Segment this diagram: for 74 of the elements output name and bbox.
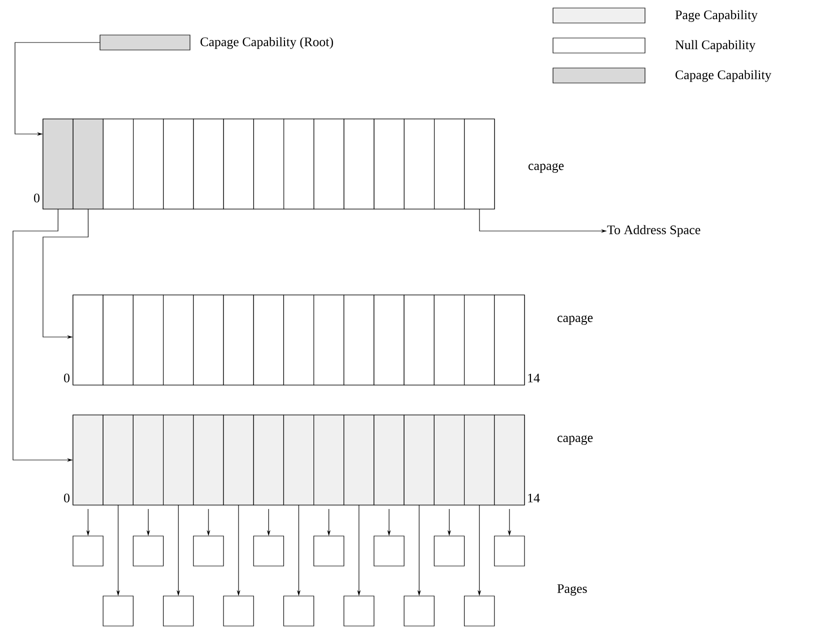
capability-slot	[314, 294, 344, 386]
capability-slot	[133, 118, 164, 210]
legend-label: Capage Capability	[676, 70, 772, 82]
capability-slot	[494, 294, 525, 386]
index-label: 0	[64, 494, 70, 502]
capability-slot	[132, 294, 164, 386]
page-box	[132, 536, 164, 566]
capability-slot	[102, 118, 134, 210]
page-box	[314, 536, 344, 566]
capability-slot	[283, 414, 314, 506]
capability-slot	[464, 294, 495, 386]
capage-label: capage	[528, 163, 564, 173]
capability-slot	[253, 118, 284, 210]
capability-slot	[374, 118, 404, 210]
index-label: 14	[528, 494, 540, 502]
capability-slot	[72, 294, 104, 386]
legend-label: Page Capability	[675, 10, 758, 22]
page-box	[102, 596, 134, 626]
page-box	[344, 596, 374, 626]
capability-slot	[374, 414, 404, 506]
capability-slot	[253, 414, 284, 506]
capability-slot	[193, 294, 224, 386]
target-label: To Address Space	[607, 225, 700, 237]
capability-slot	[344, 414, 374, 506]
capability-slot	[253, 294, 284, 386]
page-box	[253, 536, 284, 566]
page-box	[223, 596, 254, 626]
capability-slot	[163, 414, 194, 506]
page-box	[404, 596, 434, 626]
capability-slot	[72, 118, 104, 210]
page-box	[374, 536, 404, 566]
capability-slot	[223, 414, 254, 506]
index-label: 14	[528, 374, 540, 382]
capability-slot	[223, 294, 254, 386]
capability-slot	[132, 414, 164, 506]
capability-slot	[494, 414, 525, 506]
capability-slot	[314, 414, 344, 506]
legend-label: Null Capability	[675, 40, 756, 52]
capability-slot	[283, 294, 314, 386]
page-box	[163, 596, 194, 626]
capability-slot	[434, 118, 465, 210]
capability-slot	[344, 294, 374, 386]
page-box	[494, 536, 525, 566]
page-box	[193, 536, 224, 566]
page-box	[434, 536, 465, 566]
capability-slot	[102, 294, 134, 386]
page-box	[72, 536, 104, 566]
capability-slot	[193, 414, 224, 506]
page-box	[464, 596, 495, 626]
capage-label: capage	[558, 435, 593, 445]
capability-slot	[464, 414, 495, 506]
capability-slot	[434, 294, 465, 386]
capability-slot	[193, 118, 224, 210]
capability-slot	[223, 118, 254, 210]
capability-slot	[163, 294, 194, 386]
capability-slot	[404, 414, 434, 506]
capability-slot	[102, 414, 134, 506]
capability-slot	[42, 118, 74, 210]
capability-slot	[163, 118, 194, 210]
capability-slot	[464, 118, 495, 210]
capability-slot	[72, 414, 104, 506]
capability-slot	[434, 414, 465, 506]
capage-label: capage	[558, 315, 593, 325]
capability-slot	[374, 294, 404, 386]
pages-label: Pages	[557, 584, 587, 596]
index-label: 0	[34, 194, 40, 202]
box-label: Capage Capability (Root)	[200, 37, 334, 49]
capability-slot	[344, 118, 374, 210]
capability-slot	[404, 294, 434, 386]
capability-slot	[404, 118, 435, 210]
capability-slot	[284, 118, 314, 210]
capability-slot	[314, 118, 344, 210]
page-box	[283, 596, 314, 626]
index-label: 0	[64, 374, 70, 382]
